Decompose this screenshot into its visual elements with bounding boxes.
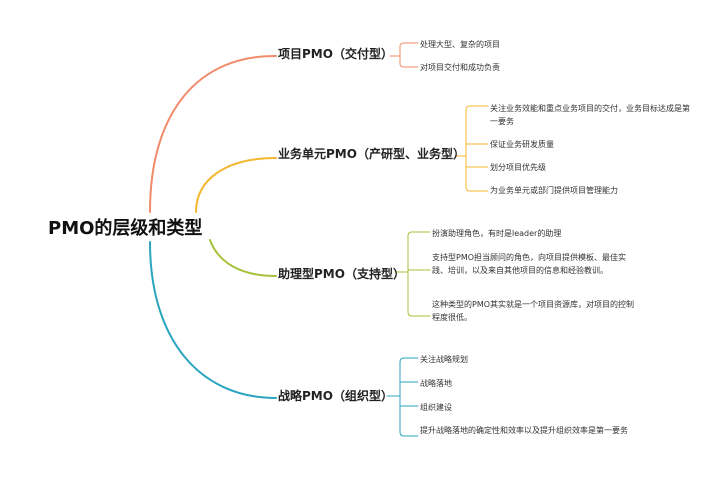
leaf-connector [399, 357, 419, 363]
leaf-item: 关注战略规划 [420, 355, 468, 364]
leaf-item: 对项目交付和成功负责 [420, 63, 500, 72]
leaf-connector [399, 45, 419, 68]
branch-assistant-pmo: 助理型PMO（支持型） [278, 267, 405, 281]
leaf-item: 这种类型的PMO其实就是一个项目资源库，对项目的控制程度很低。 [432, 300, 635, 322]
branch-connector-0 [149, 54, 277, 213]
leaf-item: 保证业务研发质量 [490, 140, 554, 149]
branch-connector-2 [209, 239, 277, 277]
leaf-item: 提升战略落地的确定性和效率以及提升组织效率是第一要务 [420, 426, 628, 435]
branch-business-unit-pmo: 业务单元PMO（产研型、业务型） [278, 147, 465, 161]
leaf-connector [407, 231, 431, 237]
leaf-item: 支持型PMO担当顾问的角色，向项目提供模板、最佳实践、培训，以及来自其他项目的信… [432, 253, 627, 275]
branch-strategic-pmo: 战略PMO（组织型） [278, 389, 393, 403]
root-topic: PMO的层级和类型 [48, 218, 203, 239]
leaf-item: 战略落地 [420, 379, 452, 388]
leaf-item: 关注业务效能和重点业务项目的交付，业务目标达成是第一要务 [490, 104, 690, 126]
branch-connector-3 [149, 241, 277, 399]
leaf-item: 划分项目优先级 [490, 163, 546, 172]
leaf-item: 组织建设 [420, 403, 452, 412]
leaf-connector [465, 109, 489, 192]
leaf-connector [465, 105, 489, 111]
leaf-connector [399, 42, 419, 47]
leaf-connector [399, 361, 419, 437]
leaf-item: 扮演助理角色，有时是leader的助理 [432, 229, 562, 238]
leaf-connector [407, 235, 431, 317]
leaf-item: 为业务单元或部门提供项目管理能力 [490, 186, 618, 195]
branch-connector-1 [195, 157, 277, 213]
branch-project-pmo: 项目PMO（交付型） [278, 47, 393, 61]
leaf-item: 处理大型、复杂的项目 [420, 40, 500, 49]
